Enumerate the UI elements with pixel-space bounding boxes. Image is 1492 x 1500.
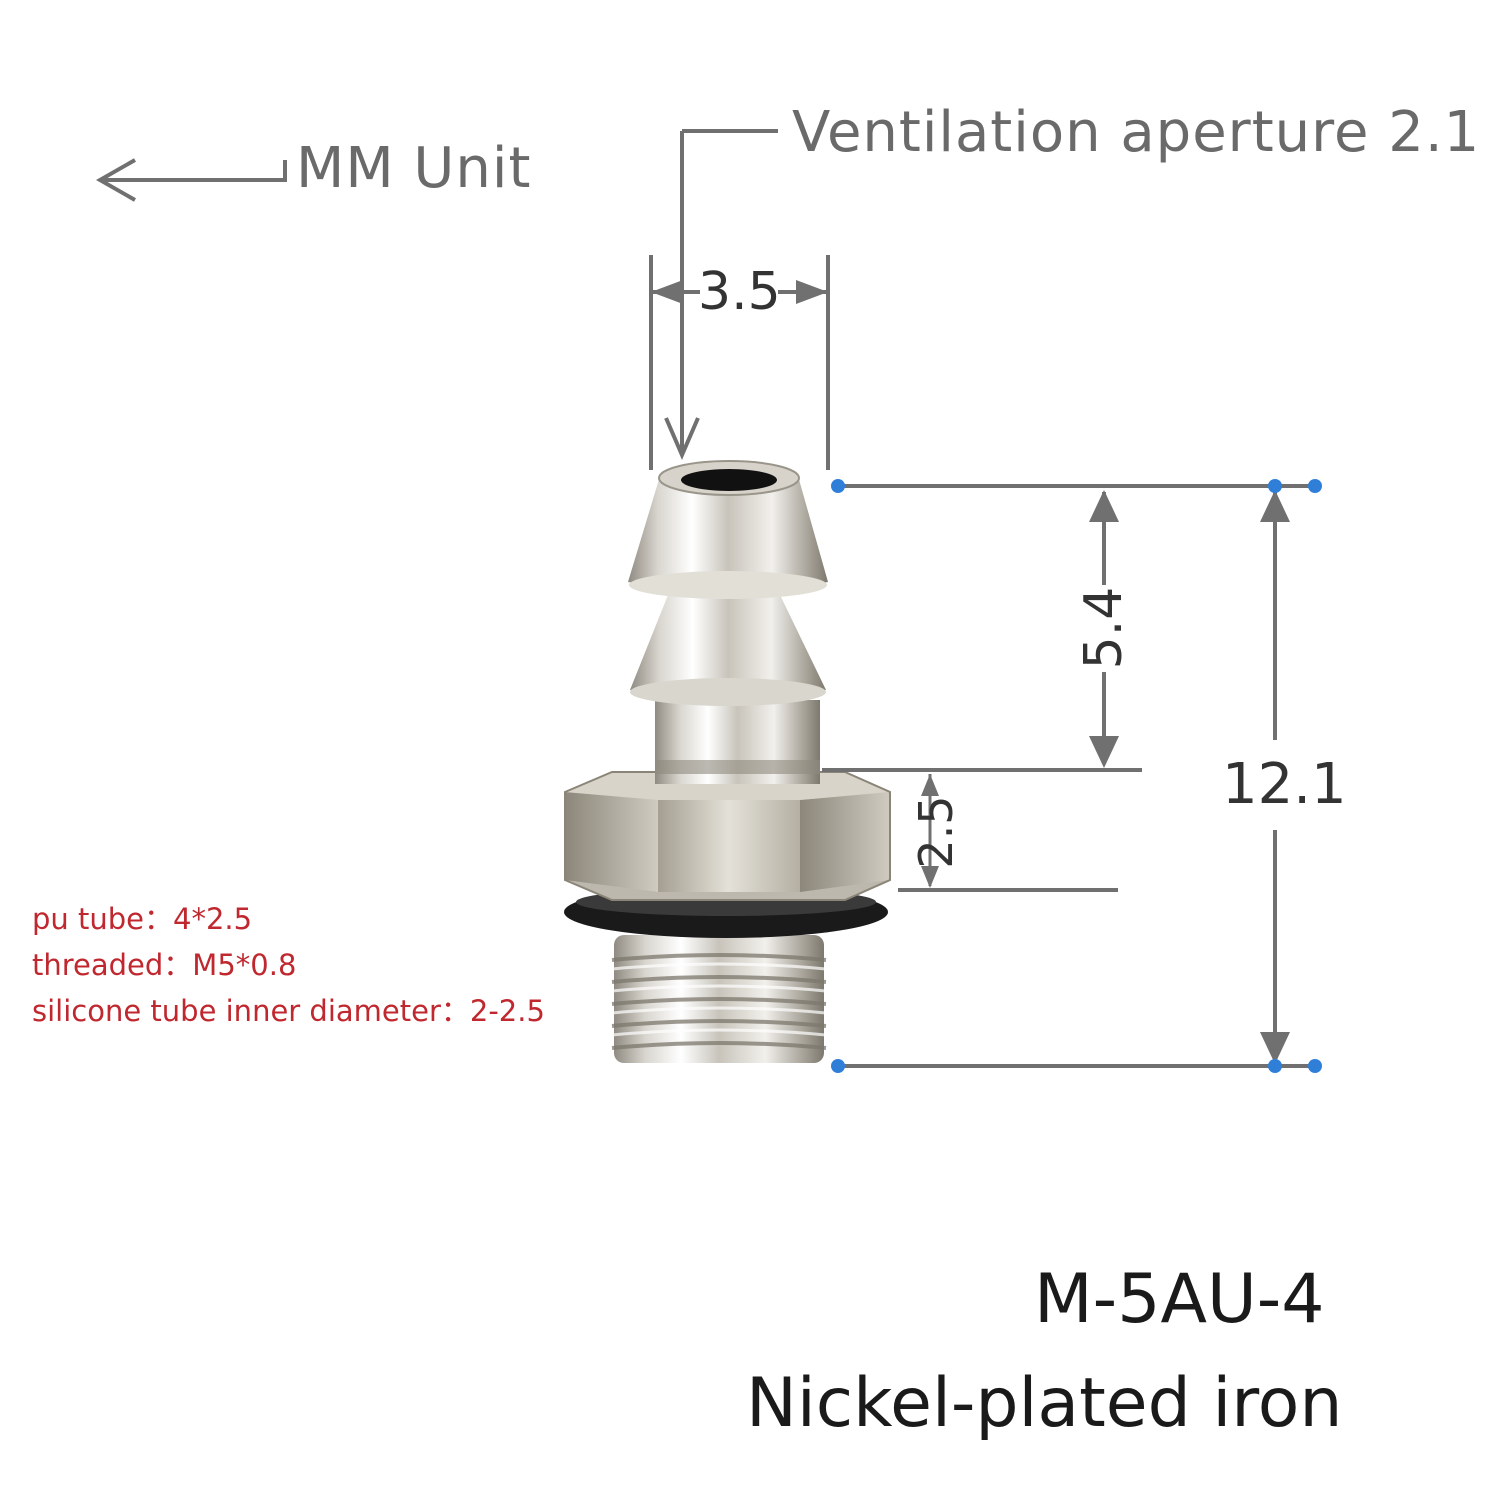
reference-lines [822,484,1315,1068]
marker-dot [1308,1059,1322,1073]
thread-section [611,935,827,1063]
marker-dots [831,479,1322,1073]
total-height-value: 12.1 [1222,752,1347,817]
unit-label: MM Unit [296,136,532,201]
barb-height-dimension [1089,490,1119,768]
upper-barb [628,476,828,591]
unit-arrow [95,158,287,202]
hex-nut [564,771,891,901]
width-dimension-lines [649,255,830,470]
marker-dot [1308,479,1322,493]
marker-dot [831,1059,845,1073]
product-model: M-5AU-4 [1034,1260,1325,1339]
hex-height-value: 2.5 [909,795,963,869]
total-height-dimension [1260,490,1290,1064]
spec-silicone-tube: silicone tube inner diameter：2-2.5 [32,994,545,1028]
marker-dot [1268,479,1282,493]
spec-threaded: threaded：M5*0.8 [32,948,297,982]
product-material: Nickel-plated iron [746,1364,1343,1443]
ventilation-label: Ventilation aperture 2.1 [792,100,1481,165]
spec-pu-tube: pu tube：4*2.5 [32,902,253,936]
width-value: 3.5 [698,262,781,322]
fitting-body [564,460,891,1063]
marker-dot [1268,1059,1282,1073]
lower-barb [630,595,826,699]
hex-height-dimension [921,774,939,888]
barb-height-value: 5.4 [1074,586,1134,670]
marker-dot [831,479,845,493]
